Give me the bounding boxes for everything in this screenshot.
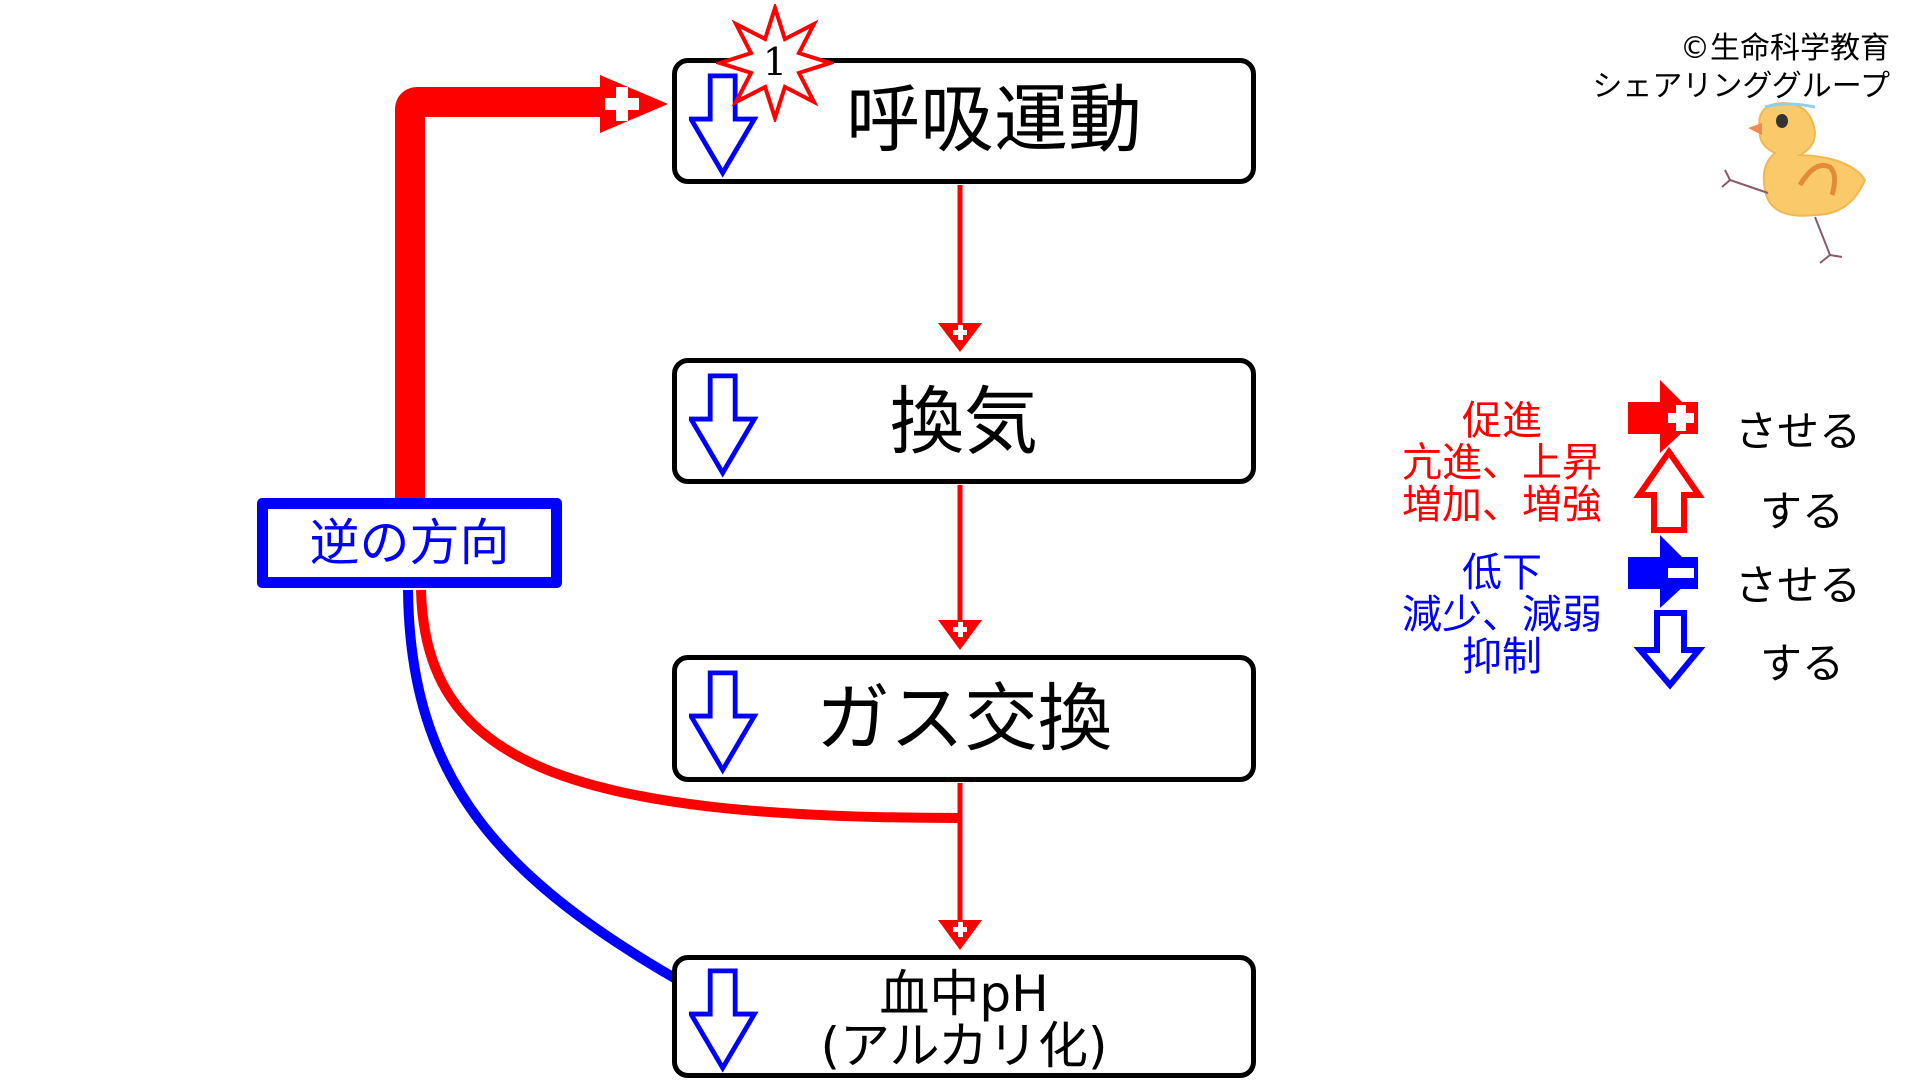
- legend-promote-suffix: させる: [1735, 407, 1862, 456]
- hollow-down-arrow-icon: [689, 73, 759, 178]
- credit-line-1: ©生命科学教育: [1680, 31, 1890, 66]
- flow-label: 呼吸運動: [846, 77, 1142, 163]
- legend-promote-words: 促進 亢進、上昇 増加、増強: [1372, 400, 1632, 526]
- feedback-blue-curve: [403, 589, 695, 993]
- legend-down-suffix: する: [1760, 639, 1845, 688]
- marker-number: 1: [762, 40, 788, 84]
- flow-label-line2: (アルカリ化): [820, 1017, 1108, 1075]
- flow-label-line1: 血中pH: [879, 965, 1049, 1023]
- legend-word: 減少、減弱: [1402, 592, 1602, 638]
- connector-3: [938, 783, 982, 950]
- connector-1: [938, 185, 982, 352]
- copyright-credit: ©生命科学教育 シェアリンググループ: [1592, 30, 1890, 106]
- flow-box-gas-exchange: ガス交換: [672, 655, 1256, 782]
- feedback-red-arrow-shaft: [395, 87, 602, 500]
- legend-word: 増加、増強: [1402, 482, 1602, 528]
- feedback-red-curve: [416, 589, 961, 823]
- plus-icon: [605, 87, 639, 121]
- connector-2: [938, 485, 982, 650]
- chick-illustration-icon: [1721, 101, 1867, 264]
- suppress-arrow-icon: [1628, 535, 1698, 608]
- legend-suppress-suffix: させる: [1735, 561, 1862, 610]
- promote-arrow-icon: [1628, 380, 1698, 453]
- legend-word: 抑制: [1462, 634, 1542, 680]
- hollow-down-arrow-icon: [689, 373, 759, 478]
- legend-word: 亢進、上昇: [1402, 440, 1602, 486]
- flow-label: ガス交換: [816, 676, 1112, 762]
- starburst-icon: [716, 4, 834, 122]
- flow-box-ventilation: 換気: [672, 358, 1256, 484]
- legend-up-suffix: する: [1760, 487, 1845, 536]
- hollow-down-arrow-icon: [689, 968, 759, 1073]
- reverse-direction-label: 逆の方向: [257, 498, 562, 588]
- legend-suppress-words: 低下 減少、減弱 抑制: [1372, 552, 1632, 678]
- legend-word: 低下: [1462, 550, 1542, 596]
- credit-line-2: シェアリンググループ: [1592, 69, 1890, 104]
- flow-label: 換気: [890, 379, 1038, 465]
- legend-word: 促進: [1462, 398, 1542, 444]
- hollow-down-arrow-icon: [1633, 610, 1706, 690]
- legend-arrows: [1628, 380, 1706, 690]
- hollow-up-arrow-icon: [1633, 446, 1705, 533]
- flow-box-blood-ph: 血中pH (アルカリ化): [672, 955, 1256, 1078]
- hollow-down-arrow-icon: [689, 670, 759, 775]
